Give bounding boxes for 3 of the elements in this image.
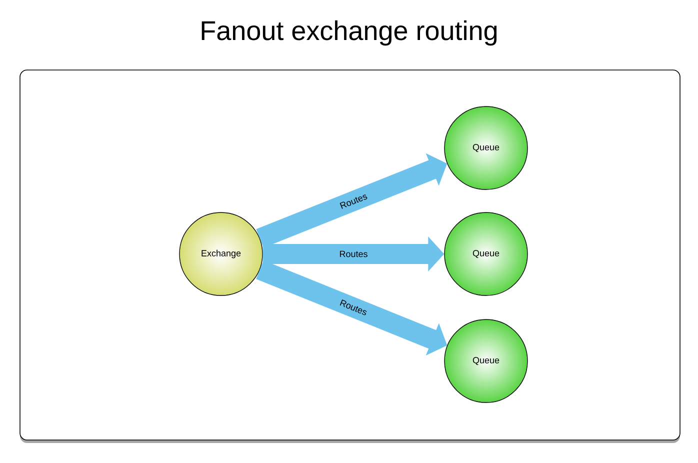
edge-label: Routes	[340, 250, 368, 258]
title: Fanout exchange routing	[202, 20, 497, 46]
edge-label: Routes	[340, 194, 368, 209]
